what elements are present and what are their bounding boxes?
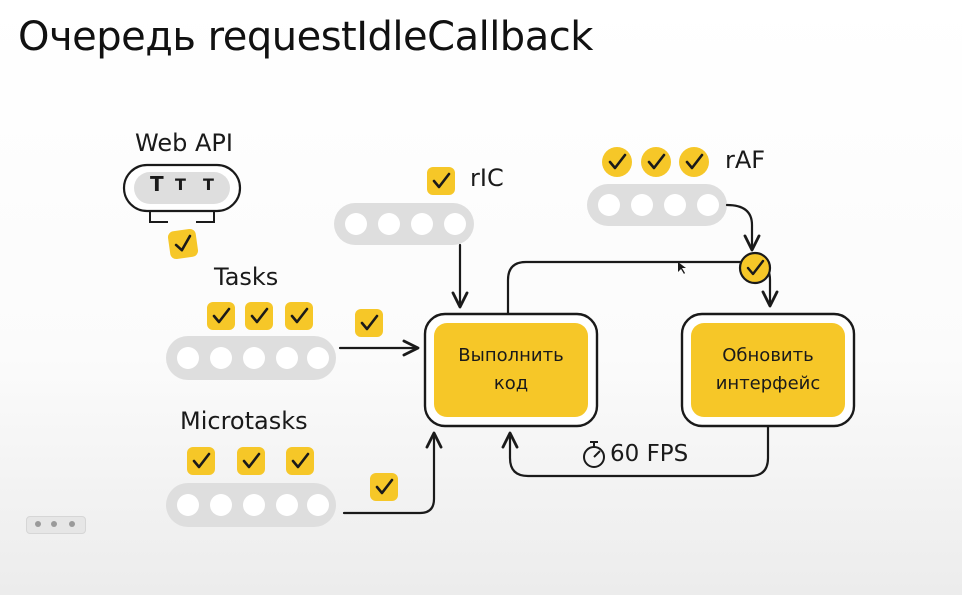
check-icon — [235, 445, 267, 477]
check-icon — [243, 300, 275, 332]
web-api-glyph: T — [203, 175, 214, 194]
player-controls[interactable] — [26, 516, 86, 534]
tasks-label: Tasks — [214, 263, 279, 291]
player-control-dot[interactable] — [35, 521, 41, 527]
check-icon — [600, 145, 634, 179]
check-icon — [639, 145, 673, 179]
check-icon — [205, 300, 237, 332]
run-code-label: Выполнить код — [458, 345, 564, 394]
fps-label: 60 FPS — [610, 441, 689, 467]
player-control-dot[interactable] — [69, 521, 75, 527]
tasks-queue — [166, 336, 336, 380]
web-api-glyph: T — [150, 172, 164, 196]
update-ui-label: Обновить интерфейс — [715, 345, 821, 394]
microtasks-label: Microtasks — [180, 407, 308, 435]
check-icon — [165, 226, 201, 262]
stopwatch-icon — [583, 441, 605, 468]
update-ui-box — [680, 312, 856, 428]
slide-title: Очередь requestIdleCallback — [18, 14, 593, 60]
web-api-glyph: T — [175, 175, 186, 194]
web-api-container — [122, 163, 242, 223]
raf-label: rAF — [725, 146, 766, 174]
check-icon — [677, 145, 711, 179]
check-icon — [425, 165, 457, 197]
player-control-dot[interactable] — [51, 521, 57, 527]
check-icon — [738, 251, 772, 285]
microtasks-queue — [166, 483, 336, 527]
cursor-icon — [678, 262, 686, 274]
web-api-label: Web API — [135, 129, 233, 157]
check-icon — [283, 300, 315, 332]
check-icon — [185, 445, 217, 477]
ric-queue — [334, 203, 474, 245]
check-icon — [353, 307, 385, 339]
raf-queue — [587, 184, 727, 226]
check-icon — [368, 471, 400, 503]
ric-label: rIC — [470, 164, 504, 192]
check-icon — [284, 445, 316, 477]
run-code-box — [423, 312, 599, 428]
